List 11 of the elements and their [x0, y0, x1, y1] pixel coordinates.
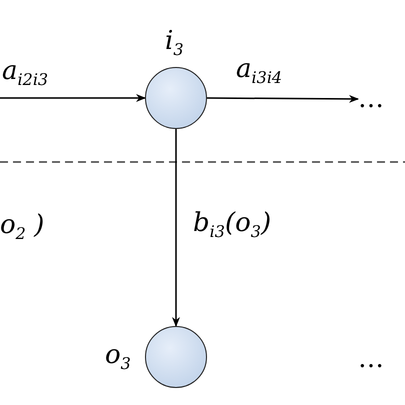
- arrow: [207, 94, 359, 103]
- edge-label: b$_{i3}$(o$_{3}$): [193, 210, 272, 240]
- math-label: o$_{2}$ ): [0, 212, 44, 242]
- state-label: i$_{3}$: [165, 28, 184, 58]
- edge-label: a$_{i2i3}$: [2, 58, 48, 88]
- ellipsis-text: …: [358, 86, 385, 112]
- arrow: [0, 94, 146, 102]
- state-label: o$_{3}$: [105, 342, 131, 372]
- edge-label: a$_{i3i4}$: [236, 56, 282, 86]
- arrow: [172, 129, 180, 327]
- math-label: …: [358, 346, 384, 372]
